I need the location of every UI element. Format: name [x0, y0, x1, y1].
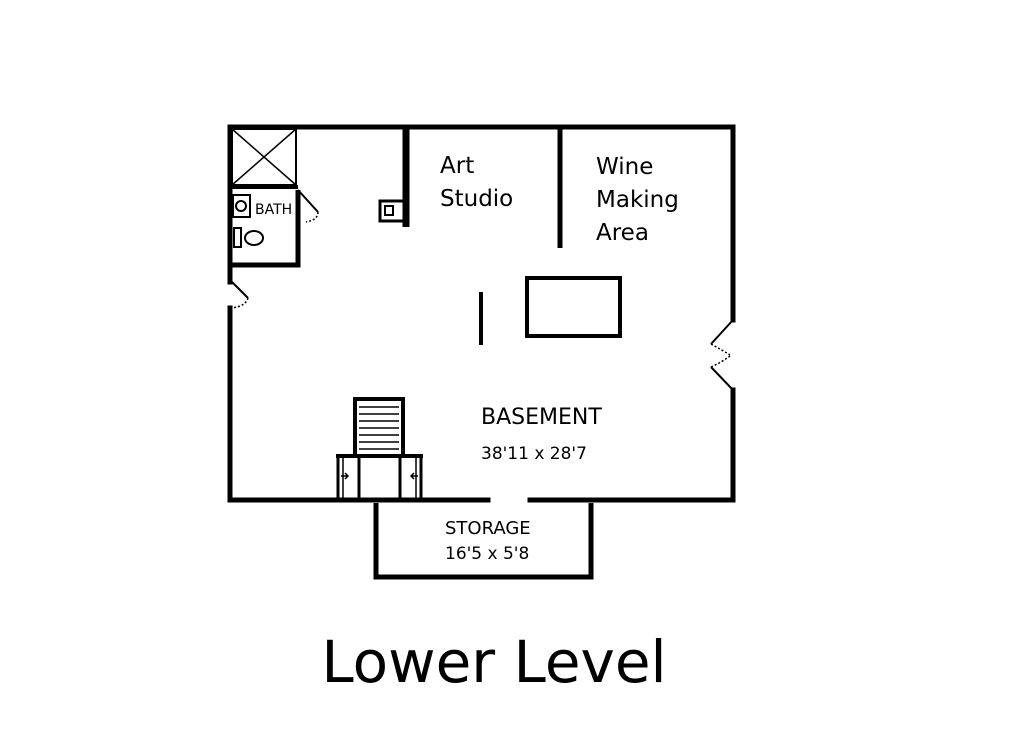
bath-sink-icon — [232, 194, 251, 218]
left-door-icon — [231, 281, 249, 299]
shower-icon — [231, 128, 297, 186]
floor-title: Lower Level — [321, 628, 666, 696]
wine-area-label-line3: Area — [596, 220, 649, 246]
toilet-icon — [233, 227, 264, 248]
right-door-lower-icon — [710, 366, 734, 391]
basement-label: BASEMENT — [481, 405, 602, 430]
bath-door-icon — [297, 189, 319, 213]
bath-label: BATH — [255, 202, 292, 218]
art-studio-label-line1: Art — [440, 153, 474, 179]
right-door-upper-icon — [710, 319, 734, 345]
storage-label: STORAGE — [445, 518, 531, 539]
storage-dimensions: 16'5 x 5'8 — [445, 544, 529, 564]
stairs-icon — [336, 397, 423, 500]
basement-dimensions: 38'11 x 28'7 — [481, 444, 587, 464]
work-table-icon — [525, 276, 622, 338]
storage-room-walls — [373, 503, 594, 580]
interior-walls — [230, 127, 563, 345]
door-swings — [231, 189, 734, 391]
wine-area-label-line1: Wine — [596, 154, 653, 180]
wine-area-label-line2: Making — [596, 187, 679, 213]
art-studio-label-line2: Studio — [440, 186, 513, 212]
bath-wall — [230, 190, 301, 268]
studio-sink-icon — [378, 199, 406, 223]
